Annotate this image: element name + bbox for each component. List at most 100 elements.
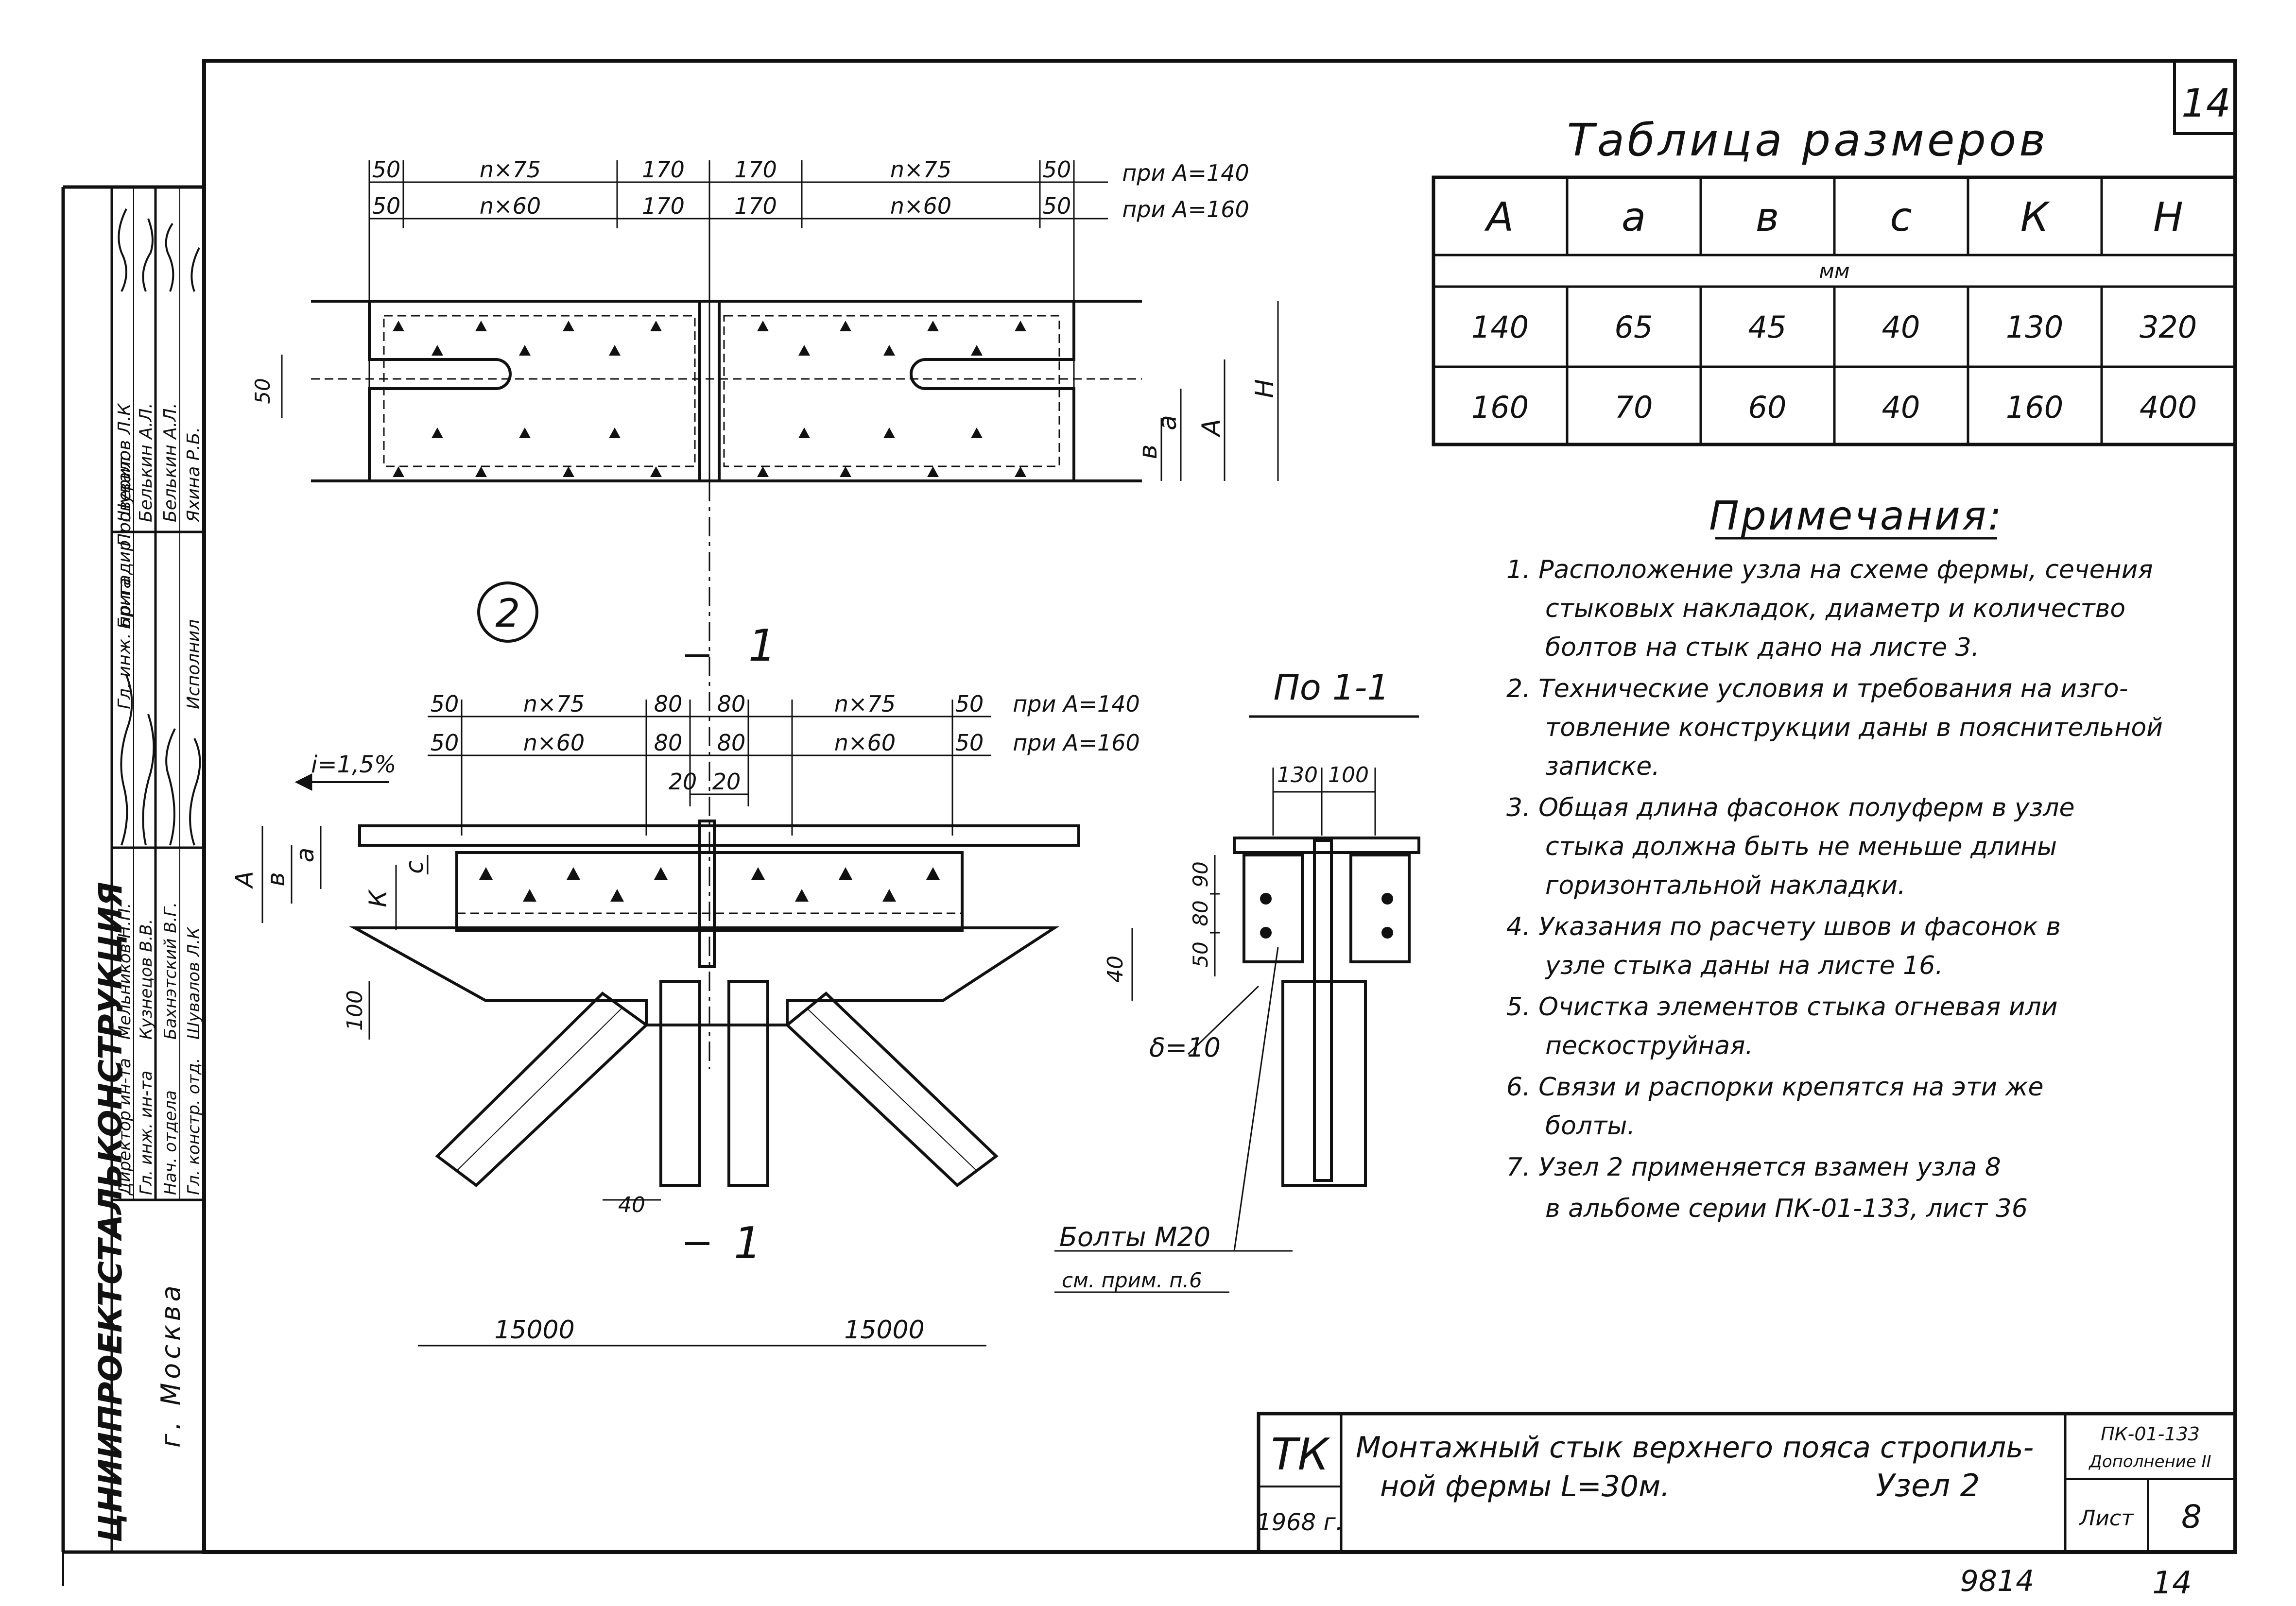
plan-label-A: A — [1197, 419, 1226, 438]
note-line: 2. Технические условия и требования на и… — [1506, 674, 2128, 703]
bolts-label: Болты М20 — [1059, 1222, 1210, 1252]
plan-dim: 50 — [372, 193, 401, 219]
section-dim-top: 130 — [1277, 763, 1318, 787]
note-line: болтов на стык дано на листе 3. — [1545, 633, 1979, 662]
table-header-H: H — [2153, 194, 2183, 240]
footer-inv: 9814 — [1960, 1564, 2035, 1598]
table-header-A: A — [1484, 194, 1514, 240]
footer: 9814 14 — [1960, 1564, 2192, 1601]
stamp-name-7: Бахнэтский В.Г. — [161, 902, 180, 1040]
plan-side-dim: 50 — [251, 378, 275, 404]
table-cell: 160 — [1471, 390, 1529, 425]
front-dim: 80 — [654, 691, 683, 717]
front-dim: n×60 — [834, 730, 896, 756]
table-cell: 65 — [1615, 309, 1653, 345]
stamp-name-2: Белькин А.Л. — [136, 403, 156, 522]
plan-dim-note: при A=160 — [1122, 196, 1249, 222]
plan-dim-note: при A=140 — [1122, 160, 1249, 186]
sheet-number: 14 — [2181, 81, 2231, 126]
table-cell: 400 — [2140, 390, 2197, 425]
stamp-role-5: Директор ин-та — [115, 1058, 135, 1196]
front-dim: 20 — [712, 769, 741, 795]
section-dim-side: 50 — [1189, 941, 1212, 967]
section-mark-top: 1 — [748, 620, 776, 671]
table-cell: 320 — [2140, 309, 2197, 345]
tb-series: ПК-01-133 — [2101, 1423, 2200, 1445]
front-label-c: c — [400, 860, 429, 874]
stamp-name-1: Шувалов Л.К — [115, 403, 135, 522]
tb-addendum: Дополнение II — [2088, 1452, 2211, 1471]
plan-bolts — [393, 321, 1026, 477]
plan-dim: 50 — [1043, 156, 1071, 183]
table-header-a: a — [1622, 194, 1646, 240]
note-line: 3. Общая длина фасонок полуферм в узле — [1506, 793, 2075, 822]
stamp-role-7: Нач. отдела — [161, 1090, 180, 1195]
bolts-ref: см. прим. п.6 — [1062, 1268, 1202, 1292]
note-line: стыковых накладок, диаметр и количество — [1545, 594, 2125, 623]
tb-title-1: Монтажный стык верхнего пояса стропиль- — [1356, 1431, 2034, 1465]
section-view: По 1-1 130 100 90 80 50 δ=10 — [1054, 667, 1420, 1293]
front-dim-40-bottom: 40 — [618, 1193, 645, 1217]
title-block: ТК 1968 г. Монтажный стык верхнего пояса… — [1257, 1412, 2237, 1554]
stamp-role-8: Гл. констр. отд. — [184, 1058, 204, 1195]
note-line: в альбоме серии ПК-01-133, лист 36 — [1545, 1194, 2028, 1223]
stamp-name-4: Яхина Р.Б. — [184, 427, 204, 523]
front-dim: n×60 — [523, 730, 585, 756]
note-line: 7. Узел 2 применяется взамен узла 8 — [1506, 1153, 2001, 1182]
stamp-role-6: Гл. инж. ин-та — [137, 1071, 156, 1195]
front-label-A: A — [230, 871, 259, 889]
section-title: По 1-1 — [1274, 667, 1390, 708]
note-line: пескоструйная. — [1545, 1031, 1753, 1060]
table-cell: 160 — [2006, 390, 2063, 425]
note-line: узле стыка даны на листе 16. — [1544, 951, 1943, 980]
plan-dim: n×75 — [480, 156, 541, 183]
front-dim-note: при A=160 — [1013, 730, 1140, 756]
front-bolts — [479, 867, 940, 902]
plan-label-b: в — [1134, 444, 1163, 460]
front-dim: 50 — [955, 691, 984, 717]
front-dim: 80 — [654, 730, 683, 756]
plan-dim: n×60 — [890, 193, 951, 219]
notes-title: Примечания: — [1709, 493, 2003, 539]
table-unit: мм — [1819, 259, 1849, 283]
note-line: горизонтальной накладки. — [1545, 871, 1906, 900]
note-line: стыка должна быть не меньше длины — [1545, 832, 2057, 861]
plan-view: 50 n×75 170 170 n×75 50 при A=140 50 n×6… — [251, 156, 1279, 1069]
front-dim: 50 — [431, 691, 459, 717]
front-dim: n×75 — [523, 691, 585, 717]
stamp-name-6: Кузнецов В.В. — [137, 919, 156, 1040]
table-header-c: c — [1890, 194, 1912, 240]
org-name: ЦНИИПРОЕКТСТАЛЬКОНСТРУКЦИЯ — [92, 882, 129, 1542]
front-label-b: в — [262, 872, 290, 886]
front-dim-note: при A=140 — [1013, 691, 1140, 717]
footer-page: 14 — [2152, 1565, 2192, 1601]
table-cell: 140 — [1471, 309, 1529, 345]
plan-dim: 170 — [642, 156, 685, 183]
note-line: 6. Связи и распорки крепятся на эти же — [1506, 1073, 2043, 1102]
left-stamp-strip: ЦНИИПРОЕКТСТАЛЬКОНСТРУКЦИЯ г. Москва Гл.… — [92, 187, 204, 1552]
table-header-b: в — [1756, 194, 1779, 240]
plan-label-a: a — [1153, 415, 1182, 430]
tb-sheet-label: Лист — [2078, 1506, 2134, 1531]
front-dim: 50 — [955, 730, 984, 756]
front-dim-40-right: 40 — [1103, 956, 1128, 983]
signatures — [118, 208, 201, 846]
note-line: записке. — [1545, 752, 1660, 781]
plan-dim: 170 — [734, 193, 777, 219]
section-dim-top: 100 — [1328, 763, 1369, 787]
table-cell: 40 — [1882, 390, 1920, 425]
span-left: 15000 — [494, 1316, 574, 1345]
stamp-role-4: Исполнил — [184, 619, 204, 709]
tb-sheet-number: 8 — [2181, 1498, 2202, 1536]
note-line: болты. — [1545, 1111, 1635, 1141]
front-label-a: a — [291, 848, 319, 863]
front-dim: 50 — [431, 730, 459, 756]
front-dim-100: 100 — [343, 990, 367, 1031]
note-line: 1. Расположение узла на схеме фермы, сеч… — [1506, 555, 2153, 584]
table-cell: 130 — [2006, 309, 2063, 345]
plan-label-H: H — [1250, 379, 1279, 398]
plan-dim: n×60 — [480, 193, 541, 219]
size-table: Таблица размеров A a в c К H мм 140 65 4… — [1432, 114, 2237, 446]
stamp-role-2: Бригадир — [115, 540, 135, 629]
plan-dim: n×75 — [890, 156, 951, 183]
